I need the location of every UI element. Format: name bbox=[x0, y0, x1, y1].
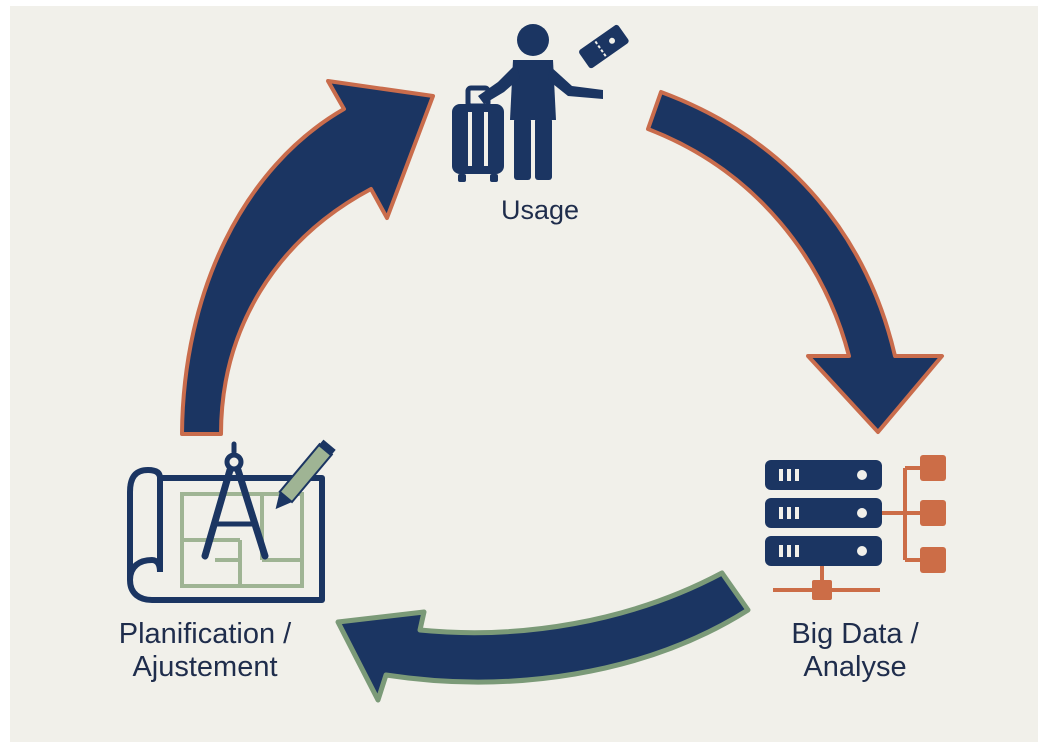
server-network-icon bbox=[765, 455, 946, 600]
bigdata-label-line1: Big Data / bbox=[791, 618, 919, 650]
arrow-bigdata-to-planning bbox=[335, 570, 751, 703]
blueprint-compass-icon bbox=[127, 439, 336, 603]
usage-label-text: Usage bbox=[500, 195, 580, 225]
planning-label-line2: Ajustement bbox=[132, 651, 278, 684]
stage-label-planning: Planification / Ajustement bbox=[55, 618, 355, 685]
bigdata-label-line2: Analyse bbox=[803, 651, 907, 684]
arrow-planning-to-usage bbox=[180, 79, 435, 436]
traveler-with-suitcase-icon bbox=[452, 24, 629, 182]
planning-label-line1: Planification / bbox=[118, 618, 292, 650]
arrow-usage-to-bigdata bbox=[646, 90, 944, 434]
stage-label-bigdata: Big Data / Analyse bbox=[735, 618, 975, 685]
stage-label-usage: Usage bbox=[440, 195, 640, 226]
